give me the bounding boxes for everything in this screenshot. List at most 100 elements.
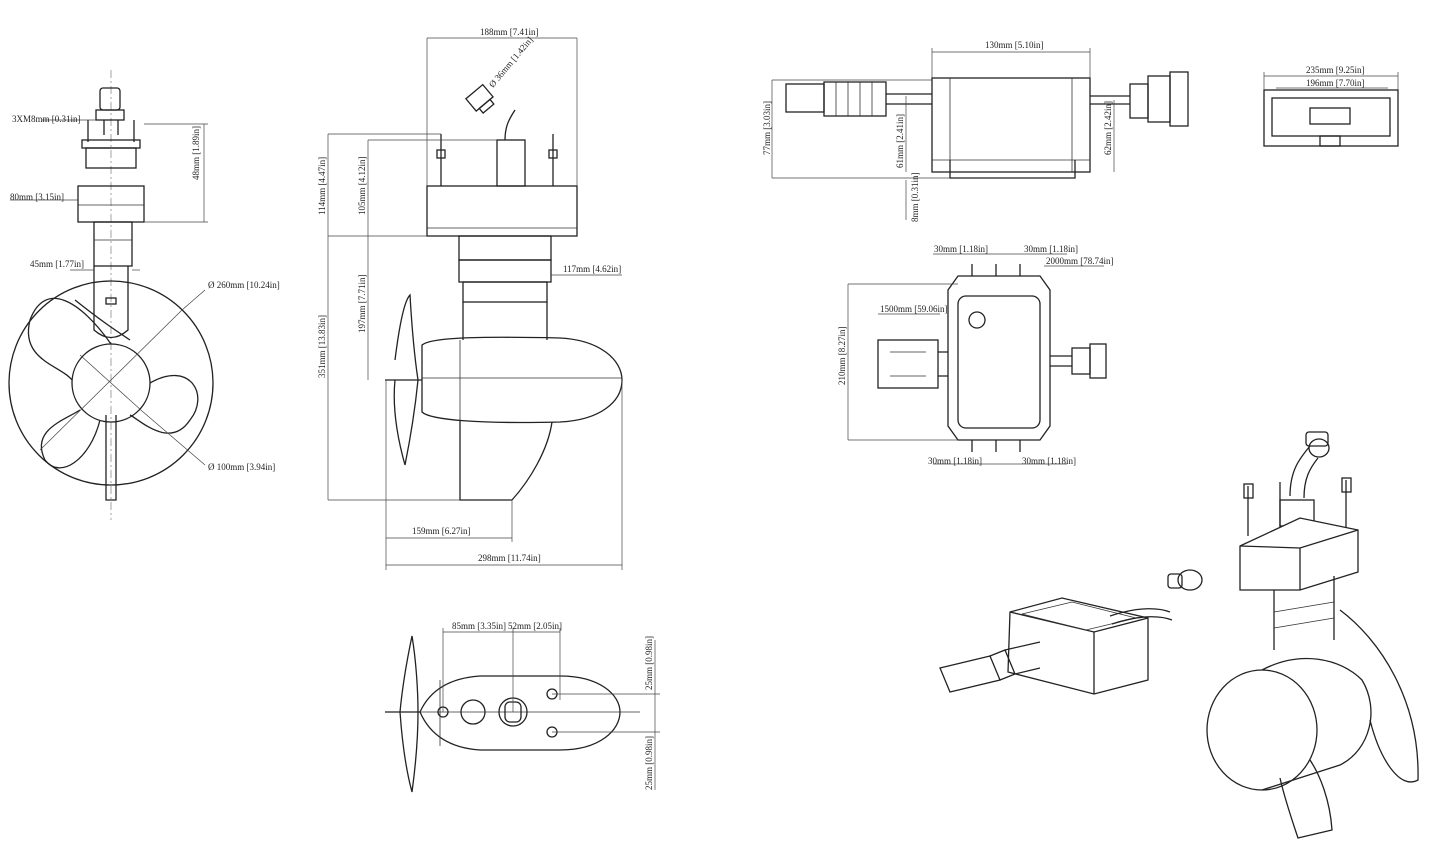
svg-text:2000mm [78.74in]: 2000mm [78.74in] — [1046, 256, 1114, 266]
dim-w130: 130mm — [985, 40, 1013, 50]
svg-text:235mm [9.25in]: 235mm [9.25in] — [1306, 65, 1365, 75]
svg-text:298mm [11.74in]: 298mm [11.74in] — [478, 553, 541, 563]
svg-text:48mm [1.89in]: 48mm [1.89in] — [191, 126, 201, 180]
dim-d85: 85mm — [452, 621, 475, 631]
dim-b30a: 30mm — [928, 456, 951, 466]
dim-w159-in: 6.27in — [445, 526, 468, 536]
isometric-thruster — [1206, 431, 1419, 839]
dim-d25b: 25mm — [644, 767, 654, 790]
dim-t30a-in: 1.18in — [962, 244, 985, 254]
dim-h114-in: 4.47in — [317, 159, 327, 182]
svg-text:1500mm [59.06in]: 1500mm [59.06in] — [880, 304, 948, 314]
controller-top-view — [847, 253, 1107, 465]
controller-side-view — [771, 48, 1189, 220]
svg-text:8mm [0.31in]: 8mm [0.31in] — [910, 172, 920, 222]
dim-h8: 8mm — [910, 203, 920, 222]
dim-w130-in: 5.10in — [1018, 40, 1041, 50]
svg-text:80mm [3.15in]: 80mm [3.15in] — [10, 192, 64, 202]
svg-text:30mm [1.18in]: 30mm [1.18in] — [934, 244, 988, 254]
dim-cable-2000-in: 78.74in — [1083, 256, 1111, 266]
dim-w196-in: 7.70in — [1339, 78, 1362, 88]
dim-d52-in: 2.05in — [536, 621, 559, 631]
dim-t30b: 30mm — [1024, 244, 1047, 254]
controller-end-labels: 235mm [9.25in] 196mm [7.70in] — [1306, 65, 1365, 88]
svg-text:25mm [0.98in]: 25mm [0.98in] — [644, 736, 654, 790]
svg-text:Ø 260mm [10.24in]: Ø 260mm [10.24in] — [208, 280, 280, 290]
dim-w117: 117mm — [563, 264, 590, 274]
svg-text:52mm [2.05in]: 52mm [2.05in] — [508, 621, 562, 631]
controller-top-labels: 30mm [1.18in] 30mm [1.18in] 2000mm [78.7… — [837, 244, 1114, 466]
dim-shaft: 45mm — [30, 259, 53, 269]
svg-text:Ø 36mm [1.42in]: Ø 36mm [1.42in] — [487, 35, 535, 90]
svg-text:117mm [4.62in]: 117mm [4.62in] — [563, 264, 621, 274]
svg-text:30mm [1.18in]: 30mm [1.18in] — [928, 456, 982, 466]
dim-h351-in: 13.83in — [317, 317, 327, 345]
dim-cable-1500: 1500mm — [880, 304, 912, 314]
dim-flange: 80mm — [10, 192, 33, 202]
svg-text:62mm [2.42in]: 62mm [2.42in] — [1103, 101, 1113, 155]
dim-d25a-in: 0.98in — [644, 638, 654, 661]
dim-cable-dia-in: 1.42in — [511, 37, 534, 61]
isometric-controller — [939, 569, 1203, 695]
svg-text:196mm [7.70in]: 196mm [7.70in] — [1306, 78, 1365, 88]
dim-shaft-in: 1.77in — [58, 259, 81, 269]
controller-end-view — [1263, 72, 1399, 147]
dim-d25b-in: 0.98in — [644, 738, 654, 761]
bottom-view — [385, 628, 660, 793]
dim-h8-in: 0.31in — [910, 175, 920, 198]
dim-d85-in: 3.35in — [480, 621, 503, 631]
dim-h105: 105mm — [357, 187, 367, 215]
dim-h62: 62mm — [1103, 132, 1113, 155]
dim-w235: 235mm — [1306, 65, 1334, 75]
dim-flange-height: 48mm — [191, 157, 201, 180]
dim-prop-dia-in: 10.24in — [250, 280, 278, 290]
dim-h105-in: 4.12in — [357, 159, 367, 182]
dim-w298-in: 11.74in — [511, 553, 538, 563]
dim-cable-1500-in: 59.06in — [917, 304, 945, 314]
svg-text:30mm [1.18in]: 30mm [1.18in] — [1024, 244, 1078, 254]
dim-h77: 77mm — [762, 132, 772, 155]
dim-flange-height-in: 1.89in — [191, 128, 201, 151]
svg-text:3XM8mm [0.31in]: 3XM8mm [0.31in] — [12, 114, 81, 124]
dim-w235-in: 9.25in — [1339, 65, 1362, 75]
side-view-labels: 3XM8mm [0.31in] 80mm [3.15in] 45mm [1.77… — [10, 114, 280, 472]
dim-t30a: 30mm — [934, 244, 957, 254]
dim-b30b: 30mm — [1022, 456, 1045, 466]
diameter-symbol: Ø — [487, 77, 499, 89]
dim-hub-dia-in: 3.94in — [250, 462, 273, 472]
dim-prop-dia: 260mm — [217, 280, 245, 290]
dim-b30b-in: 1.18in — [1050, 456, 1073, 466]
dim-cable-2000: 2000mm — [1046, 256, 1078, 266]
dim-w159: 159mm — [412, 526, 440, 536]
dim-bolt: 3XM8mm — [12, 114, 50, 124]
dim-d25a: 25mm — [644, 667, 654, 690]
dim-h210: 210mm — [837, 357, 847, 385]
svg-text:25mm [0.98in]: 25mm [0.98in] — [644, 636, 654, 690]
dim-h61-in: 2.41in — [895, 116, 905, 139]
svg-text:197mm [7.71in]: 197mm [7.71in] — [357, 274, 367, 333]
side-view — [8, 70, 214, 520]
dim-w196: 196mm — [1306, 78, 1334, 88]
svg-text:105mm [4.12in]: 105mm [4.12in] — [357, 156, 367, 215]
svg-text:159mm [6.27in]: 159mm [6.27in] — [412, 526, 471, 536]
dim-h61: 61mm — [895, 145, 905, 168]
dim-h197: 197mm — [357, 305, 367, 333]
svg-text:61mm [2.41in]: 61mm [2.41in] — [895, 114, 905, 168]
svg-text:77mm [3.03in]: 77mm [3.03in] — [762, 101, 772, 155]
dim-h77-in: 3.03in — [762, 103, 772, 126]
dim-h351: 351mm — [317, 350, 327, 378]
controller-side-labels: 130mm [5.10in] 77mm [3.03in] 61mm [2.41i… — [762, 40, 1113, 222]
svg-text:351mm [13.83in]: 351mm [13.83in] — [317, 315, 327, 378]
dim-top-width-in: 7.41in — [513, 27, 536, 37]
bottom-view-labels: 85mm [3.35in] 52mm [2.05in] 25mm [0.98in… — [452, 621, 654, 790]
svg-text:Ø 100mm [3.94in]: Ø 100mm [3.94in] — [208, 462, 275, 472]
dim-w298: 298mm — [478, 553, 506, 563]
diameter-symbol: Ø — [208, 462, 215, 472]
dim-h197-in: 7.71in — [357, 277, 367, 300]
dim-flange-in: 3.15in — [38, 192, 61, 202]
svg-text:114mm [4.47in]: 114mm [4.47in] — [317, 157, 327, 215]
svg-text:210mm [8.27in]: 210mm [8.27in] — [837, 326, 847, 385]
dim-top-width: 188mm — [480, 27, 508, 37]
dim-h114: 114mm — [317, 188, 327, 215]
